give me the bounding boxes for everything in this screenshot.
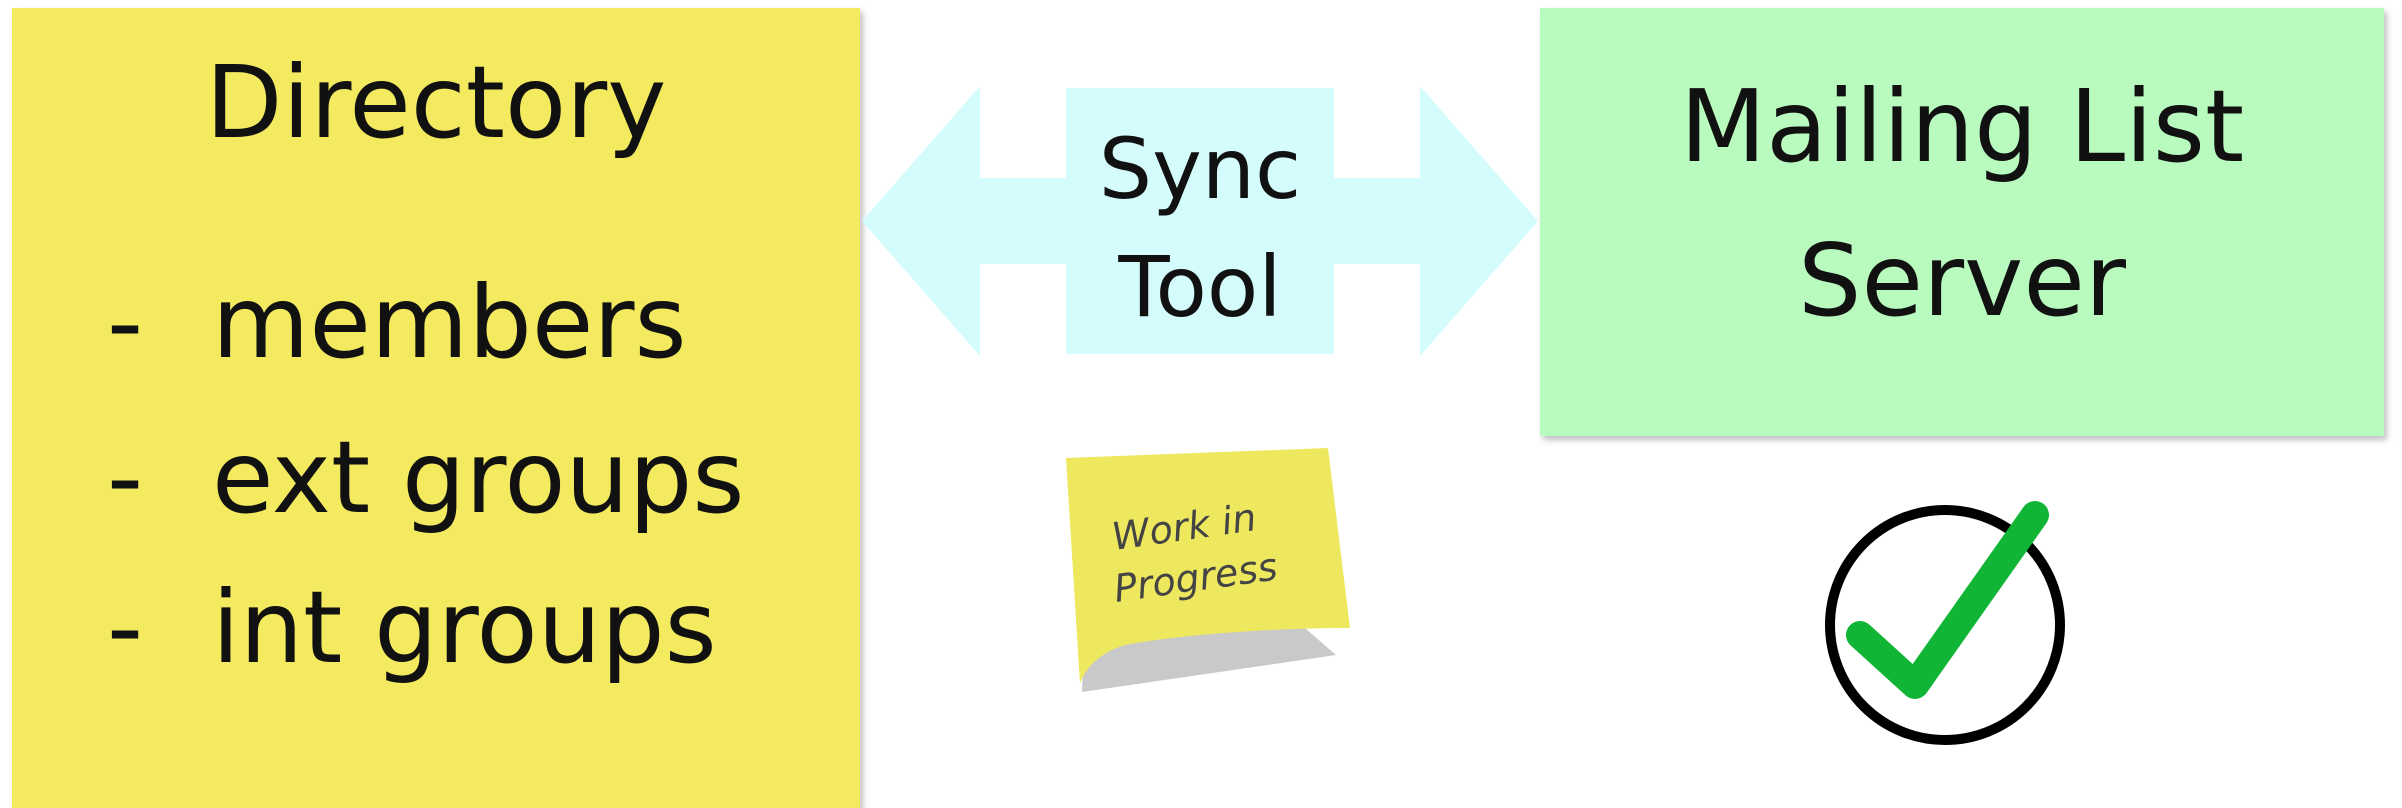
directory-item-label: int groups <box>212 569 717 686</box>
directory-title: Directory <box>205 44 667 161</box>
directory-item-int-groups: -int groups <box>107 573 717 683</box>
directory-item-ext-groups: -ext groups <box>107 423 744 533</box>
mailing-title-line1: Mailing List <box>1679 68 2245 185</box>
directory-item-label: members <box>212 264 687 381</box>
mailing-list-server-box: Mailing List Server <box>1540 8 2384 436</box>
mailing-title-line2: Server <box>1798 222 2126 339</box>
list-dash: - <box>107 264 144 381</box>
sync-tool-label-line2: Tool <box>1118 238 1282 336</box>
checkmark-icon <box>1846 501 2049 699</box>
sync-double-arrow <box>862 86 1538 356</box>
work-in-progress-sticky-note: Work in Progress <box>1066 448 1350 692</box>
check-circle-icon <box>1825 501 2065 745</box>
directory-item-members: -members <box>107 268 687 378</box>
sync-tool-label-line1: Sync <box>1098 120 1302 218</box>
mailing-list-server-title: Mailing List Server <box>1540 50 2384 358</box>
sync-tool-label: Sync Tool <box>1065 110 1335 346</box>
directory-item-label: ext groups <box>212 419 745 536</box>
list-dash: - <box>107 419 144 536</box>
sticky-note-paper <box>1066 448 1350 684</box>
sync-tool-box <box>1066 88 1334 354</box>
list-dash: - <box>107 569 144 686</box>
directory-box: Directory -members -ext groups -int grou… <box>12 8 860 808</box>
